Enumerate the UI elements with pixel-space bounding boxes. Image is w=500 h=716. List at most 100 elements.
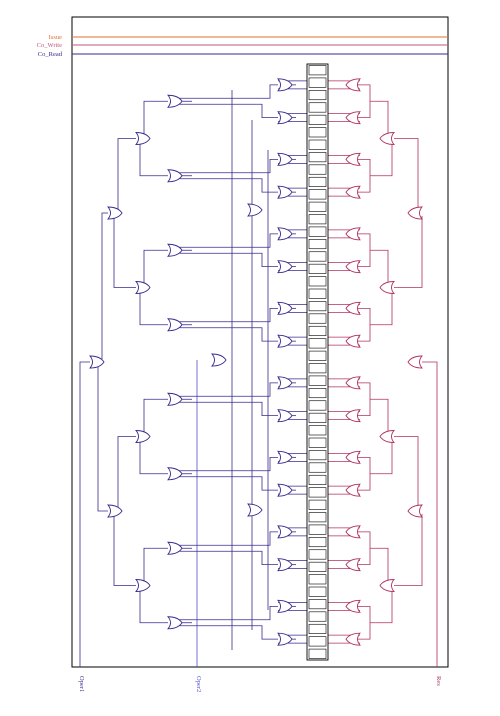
right-leaf-or-gate [345, 558, 361, 572]
right-l4-or-gate [407, 504, 423, 518]
left-l2-or-gate [167, 467, 183, 481]
left-l2-or-gate [167, 541, 183, 555]
right-l3-input [370, 290, 393, 326]
right-l4-input [394, 436, 419, 508]
right-l4-input [394, 138, 419, 210]
right-l3-input [370, 141, 393, 177]
left-l3-or-gate [135, 579, 151, 592]
register-cell [308, 127, 327, 138]
right-leaf-or-gate [345, 111, 361, 125]
right-l3-or-gate [379, 430, 395, 443]
right-final-output [422, 361, 438, 370]
right-leaf-or-gate [345, 525, 361, 539]
left-l3-input [143, 249, 168, 285]
right-l3-input [370, 439, 393, 475]
left-l2-or-gate [167, 243, 183, 257]
register-cell [308, 350, 327, 361]
register-cell [308, 164, 327, 175]
right-leaf-or-gate [345, 301, 361, 315]
register-cell [308, 462, 327, 473]
left-leaf-or-gate [277, 152, 293, 166]
register-cell [308, 561, 327, 572]
register-cell [308, 313, 327, 324]
left-mid-or-gate [211, 353, 227, 367]
signal-label-issue: Issue [49, 34, 62, 41]
left-l2-input [170, 84, 278, 99]
register-cell [308, 574, 327, 585]
left-l2-or-gate [167, 318, 183, 332]
left-l3-input [143, 547, 168, 583]
left-l2-input [170, 307, 278, 323]
register-cell [308, 437, 327, 448]
register-cell [308, 549, 327, 560]
left-l3-input [143, 100, 168, 136]
left-leaf-or-gate [277, 78, 293, 92]
left-mid-or-gate [247, 503, 263, 517]
left-leaf-or-gate [277, 525, 293, 539]
register-cell [308, 524, 327, 535]
left-l2-input [170, 625, 278, 640]
left-leaf-or-gate [277, 260, 293, 274]
right-leaf-or-gate [345, 409, 361, 423]
left-leaf-or-gate [277, 111, 293, 125]
register-cell [308, 425, 327, 436]
right-l3-input [370, 547, 389, 583]
register-cell [308, 263, 327, 274]
register-cell [308, 474, 327, 485]
left-leaf-or-gate [277, 409, 293, 423]
register-cell [308, 65, 327, 76]
right-l3-or-gate [379, 281, 395, 294]
register-cell [308, 251, 327, 262]
left-l3-input [139, 141, 168, 177]
register-cell [308, 226, 327, 237]
bottom-label-res: Res [435, 676, 442, 686]
left-l2-input [170, 531, 278, 546]
left-l3-input [139, 588, 168, 624]
register-cell [308, 189, 327, 200]
signal-label-co-read: Co_Read [38, 51, 63, 58]
left-leaf-or-gate [277, 483, 293, 497]
left-l2-input [170, 233, 278, 248]
left-final-input [97, 365, 108, 512]
right-leaf-or-gate [345, 632, 361, 646]
right-l4-or-gate [407, 206, 423, 220]
register-cell [308, 400, 327, 411]
register-cell [308, 338, 327, 349]
bottom-label-oper2: Oper2 [195, 676, 202, 692]
register-cell [308, 636, 327, 647]
right-l3-input [370, 100, 389, 136]
outer-frame [71, 16, 449, 668]
register-cell [308, 201, 327, 212]
left-leaf-or-gate [277, 558, 293, 572]
left-l3-input [143, 398, 168, 434]
register-cell [308, 623, 327, 634]
left-l2-input [170, 605, 278, 621]
left-l3-input [139, 439, 168, 475]
right-l3-or-gate [379, 579, 395, 592]
right-leaf-or-gate [345, 78, 361, 92]
left-l2-input [170, 476, 278, 491]
register-column [306, 63, 329, 661]
register-file [306, 63, 329, 661]
left-leaf-or-gate [277, 301, 293, 315]
register-cell [308, 499, 327, 510]
right-l3-input [370, 588, 393, 624]
right-leaf-or-gate [345, 376, 361, 390]
right-l3-or-gate [379, 132, 395, 145]
left-l4-or-gate [107, 206, 123, 220]
register-cell [308, 102, 327, 113]
register-cell [308, 537, 327, 548]
right-leaf-or-gate [345, 334, 361, 348]
left-l2-input [170, 382, 278, 397]
left-leaf-or-gate [277, 632, 293, 646]
left-leaf-or-gate [277, 227, 293, 241]
left-mid-or-gate [247, 203, 263, 217]
right-leaf-or-gate [345, 483, 361, 497]
gate-layer [89, 78, 423, 646]
register-cell [308, 412, 327, 423]
right-l3-input [370, 249, 389, 285]
left-l3-or-gate [135, 281, 151, 294]
left-l2-input [170, 252, 278, 268]
